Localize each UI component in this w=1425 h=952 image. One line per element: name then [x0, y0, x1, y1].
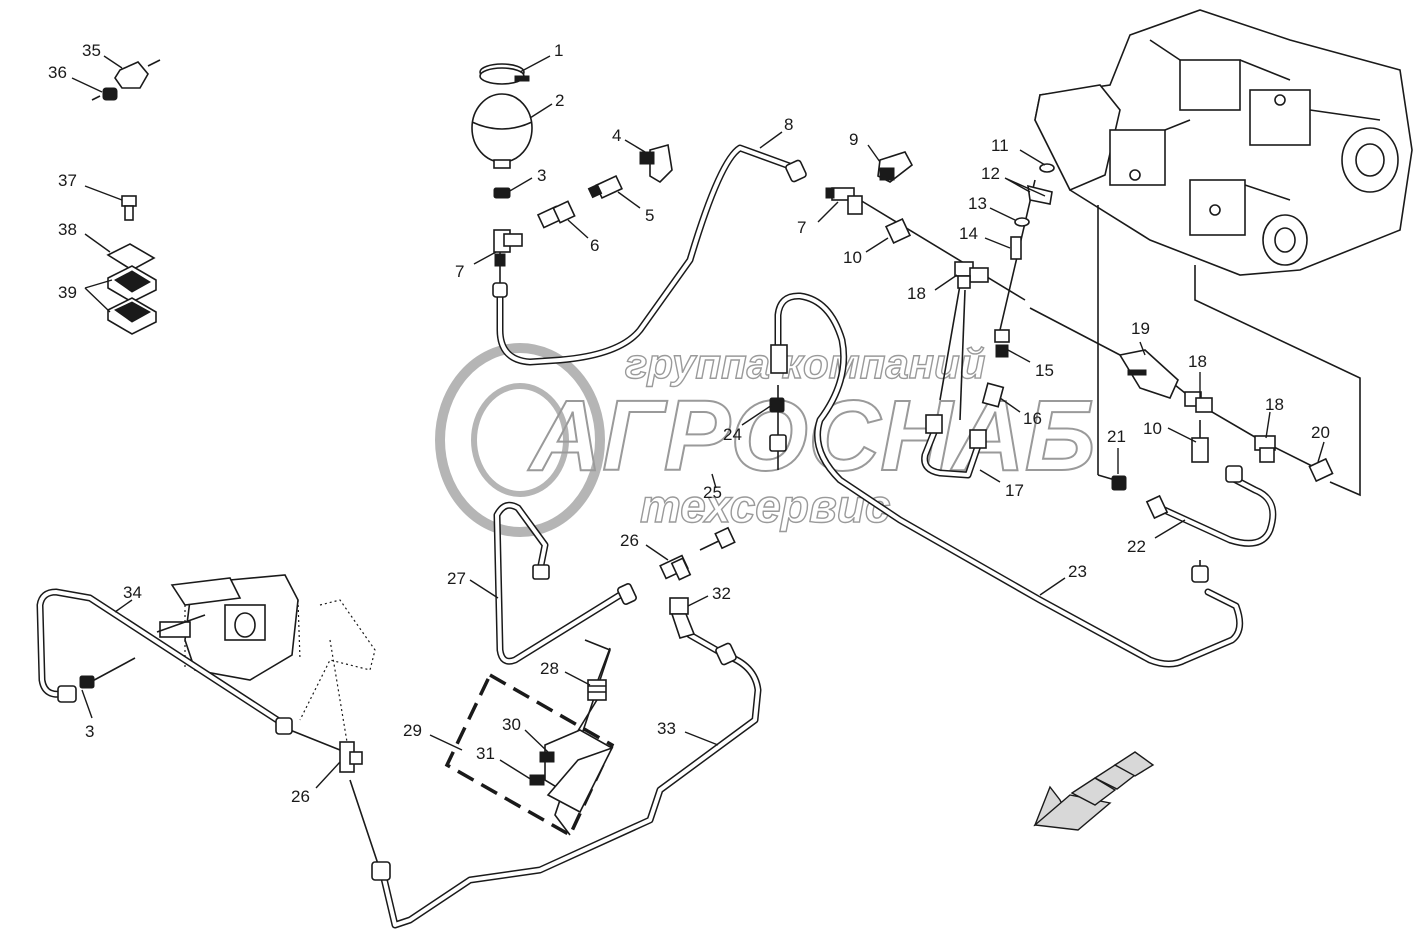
- callout-37: 37: [58, 171, 77, 190]
- callout-32: 32: [712, 584, 731, 603]
- callout-14: 14: [959, 224, 978, 243]
- callout-39: 39: [58, 283, 77, 302]
- callout-3-top: 3: [537, 166, 546, 185]
- callout-4: 4: [612, 126, 621, 145]
- callout-5: 5: [645, 206, 654, 225]
- callout-16: 16: [1023, 409, 1042, 428]
- callout-23: 23: [1068, 562, 1087, 581]
- callout-3-left: 3: [85, 722, 94, 741]
- callout-33: 33: [657, 719, 676, 738]
- callout-18-mid: 18: [1188, 352, 1207, 371]
- callout-30: 30: [502, 715, 521, 734]
- control-valve-block: [159, 574, 301, 681]
- watermark: группа компаний АГРОСНАБ техсервис: [435, 339, 1097, 537]
- callout-12: 12: [981, 164, 1000, 183]
- callout-27: 27: [447, 569, 466, 588]
- callout-28: 28: [540, 659, 559, 678]
- pump-assembly: [1034, 9, 1413, 276]
- callout-18-right: 18: [1265, 395, 1284, 414]
- callout-2: 2: [555, 91, 564, 110]
- callout-26-left: 26: [291, 787, 310, 806]
- callout-11: 11: [991, 136, 1009, 155]
- callout-29: 29: [403, 721, 422, 740]
- callout-24: 24: [723, 425, 742, 444]
- watermark-line1: группа компаний: [625, 340, 985, 387]
- callout-36: 36: [48, 63, 67, 82]
- callout-8: 8: [784, 115, 793, 134]
- callout-17: 17: [1005, 481, 1024, 500]
- callout-13: 13: [968, 194, 987, 213]
- callout-22: 22: [1127, 537, 1146, 556]
- callout-25: 25: [703, 483, 722, 502]
- fittings: [57, 59, 1334, 881]
- callout-19: 19: [1131, 319, 1150, 338]
- callout-1: 1: [554, 41, 563, 60]
- callout-31: 31: [476, 744, 495, 763]
- callout-21: 21: [1107, 427, 1126, 446]
- callout-6: 6: [590, 236, 599, 255]
- leader-lines: [71, 55, 1325, 789]
- callout-34: 34: [123, 583, 142, 602]
- callout-7-right: 7: [797, 218, 806, 237]
- callout-26-mid: 26: [620, 531, 639, 550]
- callout-15: 15: [1035, 361, 1054, 380]
- callout-38: 38: [58, 220, 77, 239]
- callout-7-left: 7: [455, 262, 464, 281]
- watermark-line2: АГРОСНАБ: [527, 380, 1096, 492]
- callout-18-top: 18: [907, 284, 926, 303]
- callout-labels: 1 2 3 3 4 5 6 7 7 8 9 10 10 11 12 13 14 …: [48, 41, 1330, 806]
- callout-9: 9: [849, 130, 858, 149]
- callout-35: 35: [82, 41, 101, 60]
- callout-10-right: 10: [1143, 419, 1162, 438]
- callout-10-mid: 10: [843, 248, 862, 267]
- callout-20: 20: [1311, 423, 1330, 442]
